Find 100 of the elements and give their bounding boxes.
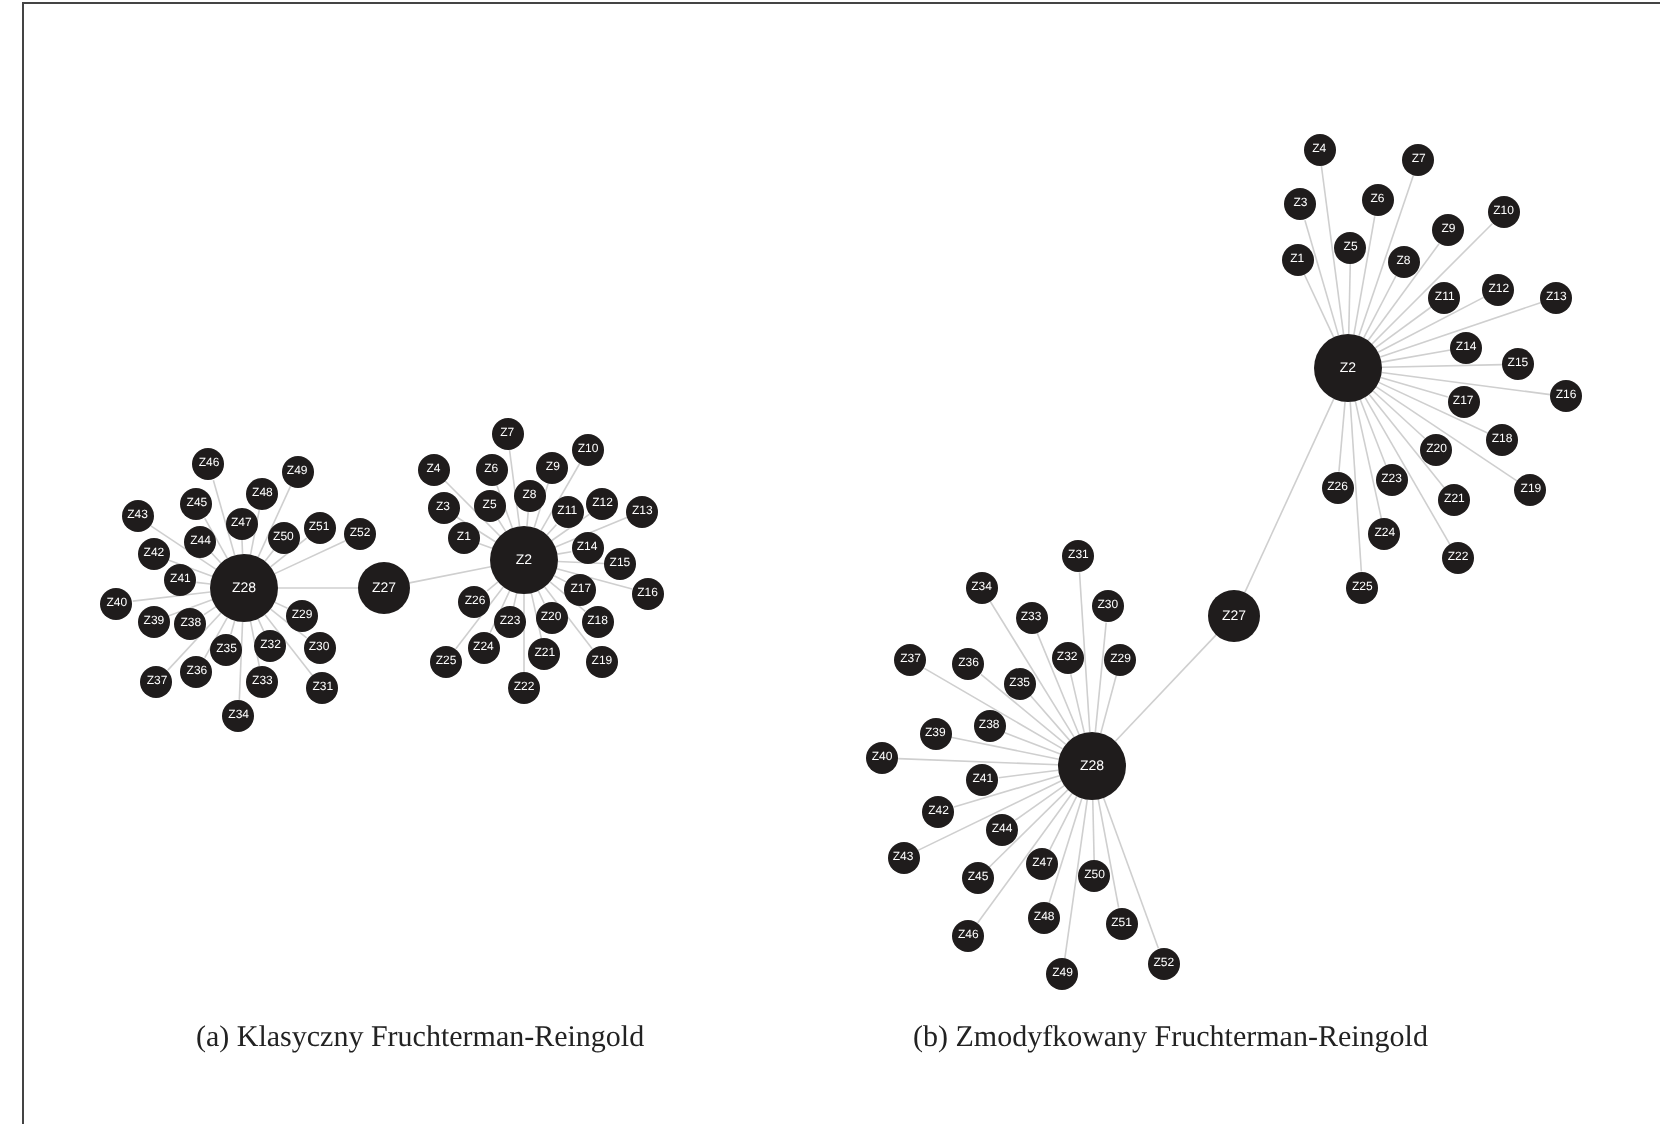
edge-line <box>274 601 289 610</box>
panel-caption: (a) Klasyczny Fruchterman-Reingold <box>196 1022 645 1056</box>
edge-line <box>1379 301 1542 358</box>
edge-line <box>540 462 581 532</box>
edge-line <box>238 621 244 701</box>
edge-line <box>1375 386 1519 483</box>
edge-line <box>551 513 591 542</box>
edge-line <box>274 539 347 575</box>
edge-line <box>1097 798 1120 909</box>
edge-line <box>131 591 212 602</box>
panel-caption: (b) Zmodyfkowany Fruchterman-Reingold <box>913 1022 1428 1056</box>
edge-line <box>1303 272 1335 338</box>
edge-line <box>916 780 1063 852</box>
edge-line <box>264 549 275 562</box>
edge-line <box>1349 401 1363 573</box>
edge-line <box>1380 371 1552 396</box>
edge-line <box>455 516 497 543</box>
edge-line <box>549 581 587 613</box>
edge-line <box>444 480 501 537</box>
edge-line <box>1014 784 1065 821</box>
edge-line <box>1338 401 1346 473</box>
edge-line <box>1347 263 1352 335</box>
edge-line <box>508 448 521 528</box>
edge-line <box>497 518 507 533</box>
edge-line <box>953 774 1061 808</box>
edge-line <box>1094 621 1107 733</box>
edge-line <box>1380 349 1452 363</box>
edge-line <box>897 757 1059 766</box>
edge-line <box>1320 164 1345 336</box>
edge-line <box>537 590 546 605</box>
edge-line <box>203 606 217 616</box>
edge-line <box>1374 305 1433 349</box>
edge-line <box>249 508 261 556</box>
edge-line <box>269 608 308 639</box>
edge-line <box>546 523 558 536</box>
edge-line <box>249 620 261 668</box>
edge-line <box>1381 363 1503 369</box>
edge-line <box>554 516 629 548</box>
edge-line <box>489 590 511 634</box>
edge-line <box>230 619 236 635</box>
edge-line <box>556 568 633 590</box>
edge-line <box>257 485 292 558</box>
edge-line <box>277 587 359 589</box>
edge-line <box>1102 797 1160 950</box>
edge-line <box>533 482 549 529</box>
edge-line <box>195 581 212 585</box>
edge-line <box>1367 243 1440 342</box>
edge-line <box>269 537 308 568</box>
edge-line <box>495 484 514 529</box>
edge-line <box>204 616 229 659</box>
edge-line <box>257 618 265 633</box>
edge-line <box>523 593 525 673</box>
edge-line <box>1064 798 1089 959</box>
edge-line <box>204 517 229 560</box>
edge-line <box>950 736 1060 760</box>
edge-line <box>408 565 492 584</box>
edge-line <box>210 552 222 564</box>
edge-line <box>526 511 529 527</box>
edge-line <box>976 792 1073 924</box>
edge-line <box>1003 731 1062 755</box>
edge-line <box>1358 174 1415 337</box>
edge-line <box>1029 694 1071 742</box>
edge-line <box>486 581 499 592</box>
edge-line <box>1048 795 1078 851</box>
edge-line <box>1377 296 1486 354</box>
edge-line <box>1078 571 1091 733</box>
edge-line <box>989 600 1075 738</box>
edge-line <box>168 559 213 578</box>
edge-line <box>1091 799 1095 861</box>
edge-line <box>1368 393 1446 489</box>
edge-line <box>167 612 222 671</box>
edge-line <box>556 550 573 555</box>
edge-line <box>543 586 593 650</box>
edge-line <box>557 560 605 565</box>
edge-line <box>1359 398 1387 466</box>
edge-line <box>1114 634 1217 743</box>
edge-line <box>1372 390 1426 440</box>
edge-line <box>1244 398 1335 594</box>
edge-line <box>1036 632 1080 736</box>
edge-line <box>1304 219 1340 337</box>
edge-line <box>150 525 217 570</box>
edge-line <box>1364 396 1451 546</box>
edge-line <box>1362 274 1397 339</box>
edge-line <box>997 769 1060 779</box>
edge-line <box>1100 674 1118 734</box>
edge-line <box>980 673 1067 746</box>
edge-line <box>923 667 1064 750</box>
edge-line <box>1354 400 1383 520</box>
edge-line <box>1353 215 1376 336</box>
edge-line <box>478 542 493 550</box>
edge-line <box>212 479 236 557</box>
edge-line <box>1048 797 1083 905</box>
edge-line <box>530 592 543 639</box>
edge-line <box>512 592 518 608</box>
edge-line <box>1378 381 1489 434</box>
edge-line <box>168 598 213 617</box>
edge-line <box>1371 222 1494 345</box>
edge-line <box>455 586 505 650</box>
edge-line <box>1379 376 1449 398</box>
edge-line <box>988 789 1069 868</box>
